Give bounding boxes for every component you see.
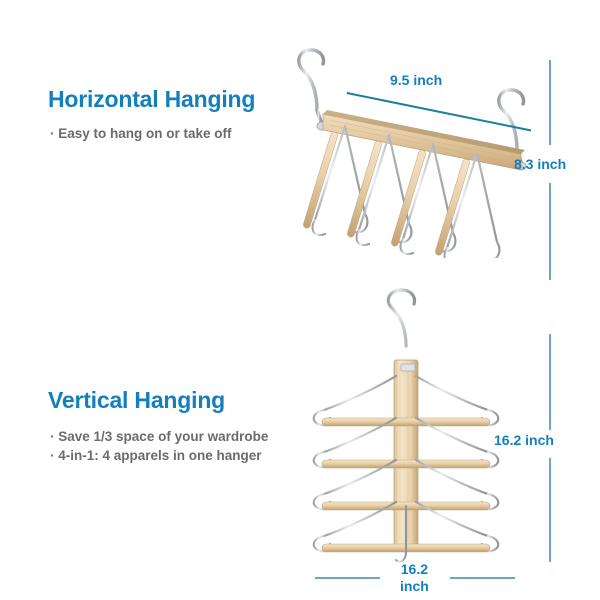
vertical-hanger-image xyxy=(312,288,500,563)
hanger-item-3 xyxy=(391,142,457,256)
hanger-item-1 xyxy=(303,124,369,237)
horizontal-heading: Horizontal Hanging xyxy=(48,86,256,112)
dimension-line-width-horizontal xyxy=(346,92,532,132)
hanger-item-4 xyxy=(435,151,501,258)
vertical-bullet-1: · Save 1/3 space of your wardrobe xyxy=(50,429,269,444)
stacked-hanger-4 xyxy=(312,500,500,553)
dimension-line-height-vertical-upper xyxy=(549,334,551,430)
hook-left-icon xyxy=(297,48,328,131)
dimension-label-16-2-inch-height: 16.2 inch xyxy=(494,432,554,448)
hook-bottom-icon xyxy=(394,504,408,563)
crossbar-2 xyxy=(321,459,491,469)
stacked-hanger-1 xyxy=(312,374,500,427)
crossbar-1 xyxy=(321,417,491,427)
dimension-line-width-vertical-left xyxy=(315,577,380,579)
stacked-hanger-3 xyxy=(312,458,500,511)
central-wooden-post xyxy=(393,359,419,547)
dimension-line-height-vertical-lower xyxy=(549,458,551,562)
vertical-bullet-list: · Save 1/3 space of your wardrobe · 4-in… xyxy=(50,427,268,465)
dimension-line-width-vertical-right xyxy=(450,577,515,579)
vertical-bullet-2: · 4-in-1: 4 apparels in one hanger xyxy=(50,448,262,463)
hanger-item-2 xyxy=(347,133,413,247)
metal-plate xyxy=(400,363,416,372)
horizontal-bullet-list: · Easy to hang on or take off xyxy=(50,124,232,143)
crossbar-4 xyxy=(321,543,491,553)
crossbar-3 xyxy=(321,501,491,511)
dimension-label-9-5-inch: 9.5 inch xyxy=(390,72,443,88)
stacked-hanger-2 xyxy=(312,416,500,469)
dimension-line-height-horizontal-lower xyxy=(549,183,551,280)
dimension-label-8-3-inch: 8.3 inch xyxy=(514,156,567,172)
hook-top-icon xyxy=(386,288,417,360)
horizontal-bullet-1: · Easy to hang on or take off xyxy=(50,126,232,141)
dimension-label-16-2-inch-width-line1: 16.2 xyxy=(400,561,429,577)
horizontal-hanger-image xyxy=(297,48,527,258)
hanger-group xyxy=(303,124,501,258)
stacked-hanger-group xyxy=(312,374,500,563)
vertical-heading: Vertical Hanging xyxy=(48,387,226,413)
dimension-label-16-2-inch-width: 16.2 inch xyxy=(400,561,429,595)
dimension-label-16-2-inch-width-line2: inch xyxy=(400,578,429,594)
main-wooden-bar xyxy=(322,110,525,171)
dimension-line-height-horizontal-upper xyxy=(549,60,551,145)
